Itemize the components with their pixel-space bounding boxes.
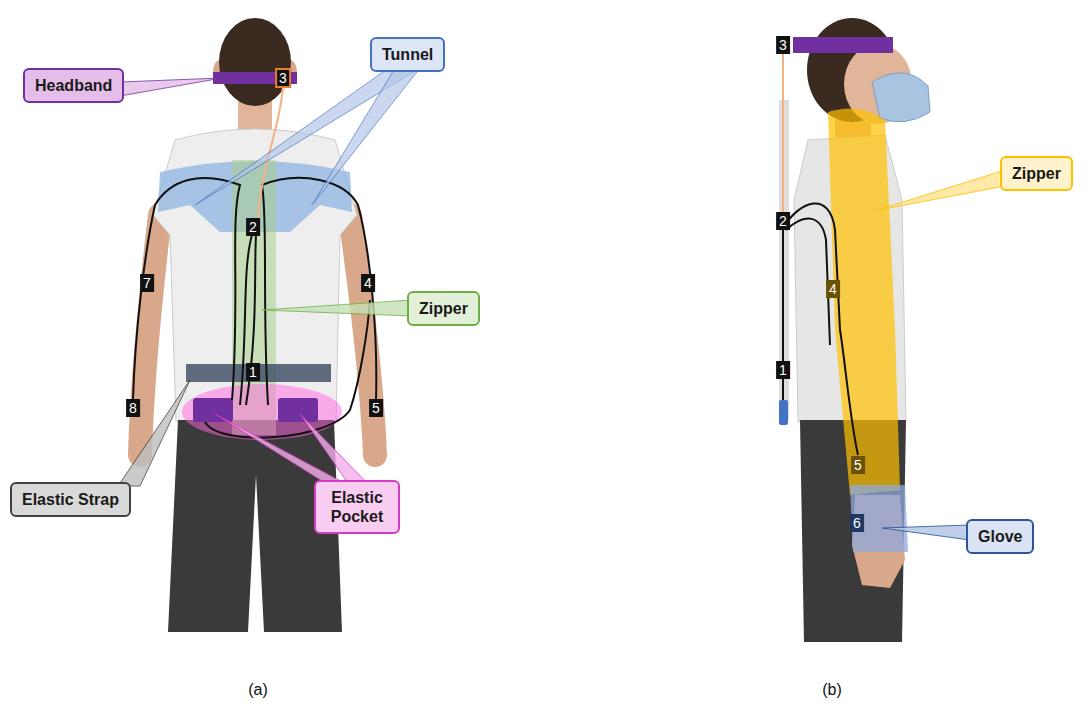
callout-leaders-part	[300, 414, 370, 486]
callout-number: 5	[369, 399, 383, 417]
callout-leaders-side-part	[882, 525, 970, 540]
callout-text: Tunnel	[382, 45, 433, 64]
person-side-part	[872, 73, 930, 122]
person-side	[794, 18, 930, 642]
callout-leaders-side-part	[878, 170, 1005, 210]
garment-overlays-side	[779, 37, 908, 552]
panel-label: (a)	[246, 681, 270, 699]
callout-text: Glove	[978, 527, 1022, 546]
callout-number: 4	[361, 274, 375, 292]
callout-leaders-part	[312, 60, 420, 205]
callout-number: 8	[126, 399, 140, 417]
callout-box: Zipper	[1000, 156, 1073, 191]
sensor-wires-part	[133, 178, 240, 400]
callout-box: Elastic Pocket	[314, 480, 400, 534]
garment-overlays-side-part	[779, 400, 788, 425]
garment-overlays-part	[186, 364, 331, 382]
garment-overlays-part	[193, 398, 233, 422]
callout-text: Zipper	[1012, 164, 1061, 183]
callout-box: Headband	[23, 68, 124, 103]
garment-overlays-part	[278, 398, 318, 422]
callout-box: Tunnel	[370, 37, 445, 72]
callout-leaders-part	[120, 78, 222, 96]
callout-box: Zipper	[407, 291, 480, 326]
sensor-wires-side	[783, 54, 858, 455]
callout-box: Elastic Strap	[10, 482, 131, 517]
callout-leaders-part	[195, 60, 420, 205]
callout-number: 2	[246, 218, 260, 236]
panel-label: (b)	[820, 681, 844, 699]
callout-number: 3	[776, 36, 790, 54]
callout-number: 4	[826, 280, 840, 298]
sensor-wires-side-part	[786, 219, 830, 345]
callout-text: Elastic Strap	[22, 490, 119, 509]
sensor-wires-part	[205, 300, 370, 438]
callout-number: 2	[776, 212, 790, 230]
callout-text: Zipper	[419, 299, 468, 318]
callout-number: 3	[275, 68, 291, 88]
person-back-part	[350, 215, 375, 455]
person-back-part	[140, 215, 160, 455]
callout-leaders-part	[118, 380, 190, 486]
callout-number: 7	[140, 274, 154, 292]
garment-overlays-side-part	[850, 485, 908, 552]
sensor-wires-side-part	[782, 54, 784, 212]
callout-number: 1	[246, 363, 260, 381]
callout-leaders-part	[262, 300, 412, 316]
callout-text: Elastic Pocket	[326, 488, 388, 526]
person-back-part	[219, 18, 291, 106]
callout-text: Headband	[35, 76, 112, 95]
callout-box: Glove	[966, 519, 1034, 554]
sensor-wires	[133, 86, 376, 438]
callout-number: 6	[850, 514, 864, 532]
garment-overlays-side-part	[793, 37, 893, 53]
callout-number: 5	[851, 456, 865, 474]
callout-leaders-side	[878, 170, 1005, 540]
sensor-wires-side-part	[783, 203, 858, 455]
garment-overlays-part	[182, 384, 342, 440]
callout-leaders	[118, 60, 420, 486]
callout-number: 1	[776, 361, 790, 379]
